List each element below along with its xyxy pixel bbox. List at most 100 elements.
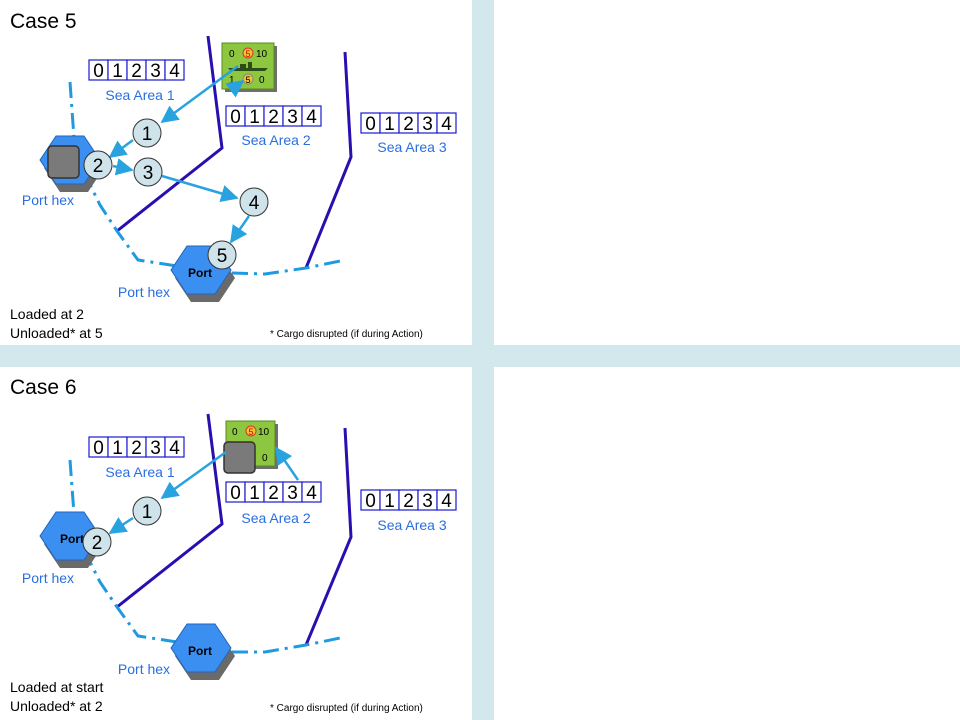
track-digit: 2 xyxy=(403,491,414,512)
track-digit: 3 xyxy=(422,491,433,512)
case6-panel: Case 6 0 1 2 3 4 Sea Area 1 0 1 2 xyxy=(10,376,457,714)
svg-text:5: 5 xyxy=(217,246,228,267)
case6-footnote: * Cargo disrupted (if during Action) xyxy=(270,703,423,714)
sea-area-2-label: Sea Area 2 xyxy=(241,132,310,148)
coastline-south xyxy=(231,258,346,276)
move-arrow xyxy=(108,516,134,535)
ship-silhouette-icon xyxy=(228,62,268,71)
track-digit: 1 xyxy=(384,114,395,135)
sea-area-2-track: 0 1 2 3 4 Sea Area 2 xyxy=(225,105,322,148)
track-digit: 0 xyxy=(93,438,104,459)
svg-text:1: 1 xyxy=(142,502,153,523)
step-circle-1: 1 xyxy=(132,496,162,526)
track-digit: 3 xyxy=(287,107,298,128)
track-digit: 3 xyxy=(150,61,161,82)
move-arrow xyxy=(112,158,134,176)
track-digit: 1 xyxy=(249,483,260,504)
track-digit: 4 xyxy=(441,114,452,135)
ship-counter: 0 5 10 1 5 0 xyxy=(221,42,277,92)
track-digit: 3 xyxy=(422,114,433,135)
track-digit: 3 xyxy=(150,438,161,459)
port-hex-label: Port hex xyxy=(22,570,74,586)
case6-title: Case 6 xyxy=(10,376,77,399)
svg-text:0: 0 xyxy=(262,453,268,464)
step-circle-1: 1 xyxy=(132,118,162,148)
port-hex-south: Port xyxy=(170,623,235,680)
svg-text:10: 10 xyxy=(258,427,270,438)
svg-text:1: 1 xyxy=(229,75,235,86)
port-hex-label: Port hex xyxy=(22,192,74,208)
track-digit: 0 xyxy=(230,107,241,128)
cargo-marker xyxy=(47,145,80,179)
track-digit: 0 xyxy=(365,114,376,135)
move-arrow xyxy=(274,446,300,481)
port-hex-label: Port hex xyxy=(118,284,170,300)
sea-area-3-label: Sea Area 3 xyxy=(377,139,446,155)
svg-text:5: 5 xyxy=(248,427,253,437)
step-circle-2: 2 xyxy=(82,527,112,557)
move-arrow xyxy=(160,450,227,500)
case5-footnote: * Cargo disrupted (if during Action) xyxy=(270,329,423,340)
svg-text:2: 2 xyxy=(93,156,104,177)
track-digit: 2 xyxy=(403,114,414,135)
border-sea2-sea3 xyxy=(304,427,353,646)
border-sea1-sea2 xyxy=(116,413,224,609)
border-sea1-sea2 xyxy=(116,35,224,233)
track-digit: 0 xyxy=(230,483,241,504)
sea-area-2-track: 0 1 2 3 4 Sea Area 2 xyxy=(225,481,322,526)
svg-text:4: 4 xyxy=(249,193,260,214)
case6-note-unloaded: Unloaded* at 2 xyxy=(10,698,103,714)
svg-text:0: 0 xyxy=(259,75,265,86)
sea-area-1-label: Sea Area 1 xyxy=(105,464,174,480)
track-digit: 4 xyxy=(169,61,180,82)
svg-text:1: 1 xyxy=(142,124,153,145)
track-digit: 0 xyxy=(365,491,376,512)
svg-text:0: 0 xyxy=(229,49,235,60)
move-arrow xyxy=(160,64,239,124)
sea-area-3-track: 0 1 2 3 4 Sea Area 3 xyxy=(360,112,457,155)
sea-area-2-label: Sea Area 2 xyxy=(241,510,310,526)
track-digit: 1 xyxy=(112,61,123,82)
track-digit: 2 xyxy=(268,107,279,128)
move-arrow xyxy=(108,138,134,159)
step-circle-4: 4 xyxy=(239,187,269,217)
port-label: Port xyxy=(60,532,84,546)
coastline-west xyxy=(68,81,178,268)
track-digit: 1 xyxy=(249,107,260,128)
move-arrow xyxy=(161,174,239,202)
track-digit: 3 xyxy=(287,483,298,504)
track-digit: 1 xyxy=(112,438,123,459)
port-label: Port xyxy=(188,266,212,280)
track-digit: 4 xyxy=(441,491,452,512)
svg-text:10: 10 xyxy=(256,49,268,60)
track-digit: 4 xyxy=(306,483,317,504)
track-digit: 4 xyxy=(306,107,317,128)
track-digit: 1 xyxy=(384,491,395,512)
case5-note-unloaded: Unloaded* at 5 xyxy=(10,325,103,341)
sea-area-3-label: Sea Area 3 xyxy=(377,517,446,533)
move-arrow xyxy=(229,215,251,244)
case5-panel: Case 5 0 1 2 3 4 Sea Area 1 0 xyxy=(10,10,457,341)
track-digit: 0 xyxy=(93,61,104,82)
sea-area-1-track: 0 1 2 3 4 Sea Area 1 xyxy=(88,59,185,103)
track-digit: 2 xyxy=(131,438,142,459)
step-circle-5: 5 xyxy=(207,240,237,270)
sea-area-1-label: Sea Area 1 xyxy=(105,87,174,103)
track-digit: 2 xyxy=(131,61,142,82)
horizontal-divider xyxy=(0,345,960,367)
svg-text:5: 5 xyxy=(245,49,250,59)
border-sea2-sea3 xyxy=(304,51,353,269)
sea-area-3-track: 0 1 2 3 4 Sea Area 3 xyxy=(360,489,457,533)
move-arrow xyxy=(225,79,245,98)
case5-title: Case 5 xyxy=(10,10,77,33)
cargo-marker xyxy=(223,441,256,474)
step-circle-3: 3 xyxy=(133,157,163,187)
port-label: Port xyxy=(188,644,212,658)
coastline-south xyxy=(232,635,346,654)
case6-note-loaded: Loaded at start xyxy=(10,679,104,695)
svg-text:2: 2 xyxy=(92,533,103,554)
track-digit: 2 xyxy=(268,483,279,504)
track-digit: 4 xyxy=(169,438,180,459)
sea-area-1-track: 0 1 2 3 4 Sea Area 1 xyxy=(88,436,185,480)
